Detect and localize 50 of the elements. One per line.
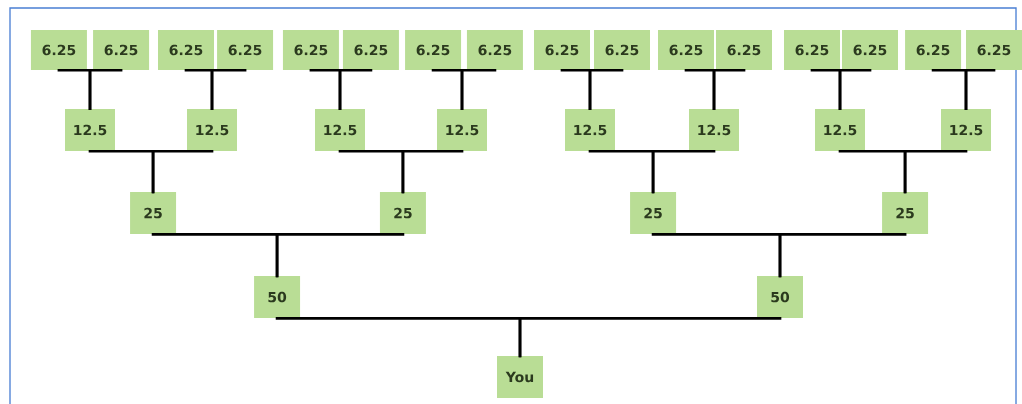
value-box: 6.25 bbox=[30, 30, 87, 70]
value-box: 6.25 bbox=[784, 30, 840, 70]
connector-line bbox=[210, 68, 247, 111]
value-box: 6.25 bbox=[966, 30, 1022, 70]
connector-line bbox=[651, 149, 716, 194]
value-box: 6.25 bbox=[716, 30, 772, 70]
connector-line bbox=[401, 149, 464, 194]
value-box: 25 bbox=[379, 192, 426, 235]
connector-line bbox=[338, 68, 373, 111]
node-label: 6.25 bbox=[853, 44, 887, 56]
value-box: 12.5 bbox=[941, 109, 991, 151]
value-box: 12.5 bbox=[437, 109, 487, 151]
connector-line bbox=[275, 233, 405, 278]
value-box: 6.25 bbox=[534, 30, 590, 70]
node-label: 6.25 bbox=[669, 44, 703, 56]
node-label: 6.25 bbox=[727, 44, 761, 56]
connector-line bbox=[778, 233, 907, 278]
value-box: 6.25 bbox=[93, 30, 150, 70]
value-box: 12.5 bbox=[65, 109, 115, 151]
value-box: 50 bbox=[254, 276, 301, 319]
value-box: 12.5 bbox=[187, 109, 237, 151]
value-box: 6.25 bbox=[158, 30, 214, 70]
connector-line bbox=[588, 68, 624, 111]
value-box: 6.25 bbox=[282, 30, 339, 70]
connector-line bbox=[151, 149, 214, 194]
value-box: 50 bbox=[757, 276, 803, 319]
value-box: 25 bbox=[882, 192, 929, 235]
value-box: 6.25 bbox=[466, 30, 523, 70]
value-box: 6.25 bbox=[594, 30, 650, 70]
connector-line bbox=[460, 68, 497, 111]
value-box: 12.5 bbox=[565, 109, 615, 151]
value-box: 12.5 bbox=[315, 109, 365, 151]
node-label: 6.25 bbox=[795, 44, 829, 56]
value-box: You bbox=[497, 356, 543, 399]
connector-line bbox=[88, 68, 123, 111]
value-box: 6.25 bbox=[905, 30, 962, 70]
connector-line bbox=[903, 149, 968, 194]
connector-line bbox=[838, 68, 872, 111]
value-box: 25 bbox=[630, 192, 677, 235]
value-box: 6.25 bbox=[217, 30, 274, 70]
value-box: 6.25 bbox=[658, 30, 714, 70]
value-box: 12.5 bbox=[689, 109, 739, 151]
connector-line bbox=[518, 317, 782, 358]
value-box: 6.25 bbox=[342, 30, 399, 70]
value-box: 6.25 bbox=[842, 30, 898, 70]
value-box: 12.5 bbox=[815, 109, 865, 151]
connector-line bbox=[964, 68, 996, 111]
connector-line bbox=[712, 68, 746, 111]
value-box: 25 bbox=[130, 192, 177, 235]
value-box: 6.25 bbox=[405, 30, 462, 70]
